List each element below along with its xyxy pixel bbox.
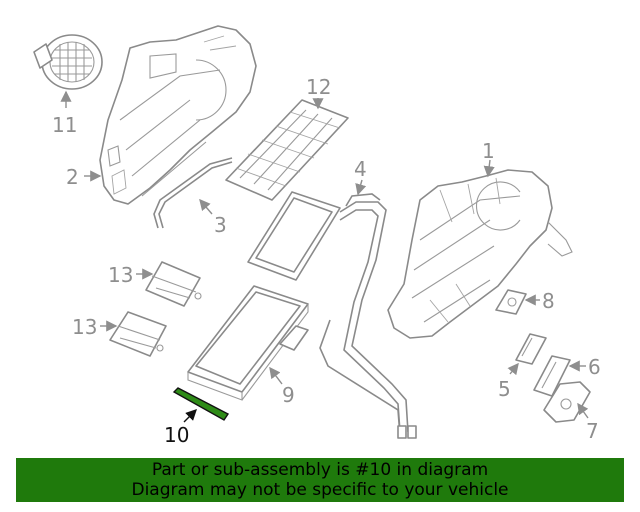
callout-3: 3 — [199, 198, 227, 237]
parts-diagram: 11 2 12 3 — [33, 25, 601, 447]
vent-door-part-13-lower[interactable] — [109, 311, 167, 357]
callout-6: 6 — [568, 355, 601, 379]
callout-10: 10 — [164, 409, 197, 447]
filter-part[interactable] — [225, 99, 349, 201]
callout-13-upper-label: 13 — [108, 263, 133, 287]
blower-housing-part[interactable] — [99, 25, 257, 205]
callout-9-label: 9 — [282, 383, 295, 407]
seal-strip-part[interactable] — [153, 157, 233, 229]
callout-7-label: 7 — [586, 419, 599, 443]
callout-5-label: 5 — [498, 377, 511, 401]
actuator-small-part-5[interactable] — [515, 333, 547, 365]
callout-4: 4 — [354, 157, 367, 196]
callout-12-label: 12 — [306, 75, 331, 99]
callout-8: 8 — [524, 289, 555, 313]
seal-part-10-highlighted[interactable] — [172, 387, 230, 421]
callout-7: 7 — [577, 402, 599, 443]
callout-13-upper: 13 — [108, 263, 154, 287]
callout-12: 12 — [306, 75, 331, 110]
info-banner: Part or sub-assembly is #10 in diagram D… — [16, 458, 624, 502]
callout-11-label: 11 — [52, 113, 77, 137]
callout-13-lower-label: 13 — [72, 315, 97, 339]
callout-2: 2 — [66, 165, 102, 189]
callout-13-lower: 13 — [72, 315, 118, 339]
evaporator-part[interactable] — [187, 285, 309, 401]
banner-line-1: Part or sub-assembly is #10 in diagram — [151, 460, 489, 480]
actuator-part[interactable] — [495, 289, 527, 315]
hvac-case-part[interactable] — [387, 169, 573, 339]
heater-core-part[interactable] — [247, 191, 417, 439]
callout-9: 9 — [269, 366, 295, 407]
callout-8-label: 8 — [542, 289, 555, 313]
callout-10-label: 10 — [164, 423, 189, 447]
vent-door-part-13-upper[interactable] — [145, 261, 202, 307]
callout-6-label: 6 — [588, 355, 601, 379]
callout-5: 5 — [498, 362, 519, 401]
callout-11: 11 — [52, 90, 77, 137]
callout-3-label: 3 — [214, 213, 227, 237]
blower-motor-part[interactable] — [33, 34, 103, 90]
callout-1: 1 — [482, 139, 495, 178]
callout-4-label: 4 — [354, 157, 367, 181]
callout-2-label: 2 — [66, 165, 79, 189]
actuator-small-part-6[interactable] — [533, 355, 571, 397]
callout-1-label: 1 — [482, 139, 495, 163]
banner-line-2: Diagram may not be specific to your vehi… — [131, 480, 509, 500]
